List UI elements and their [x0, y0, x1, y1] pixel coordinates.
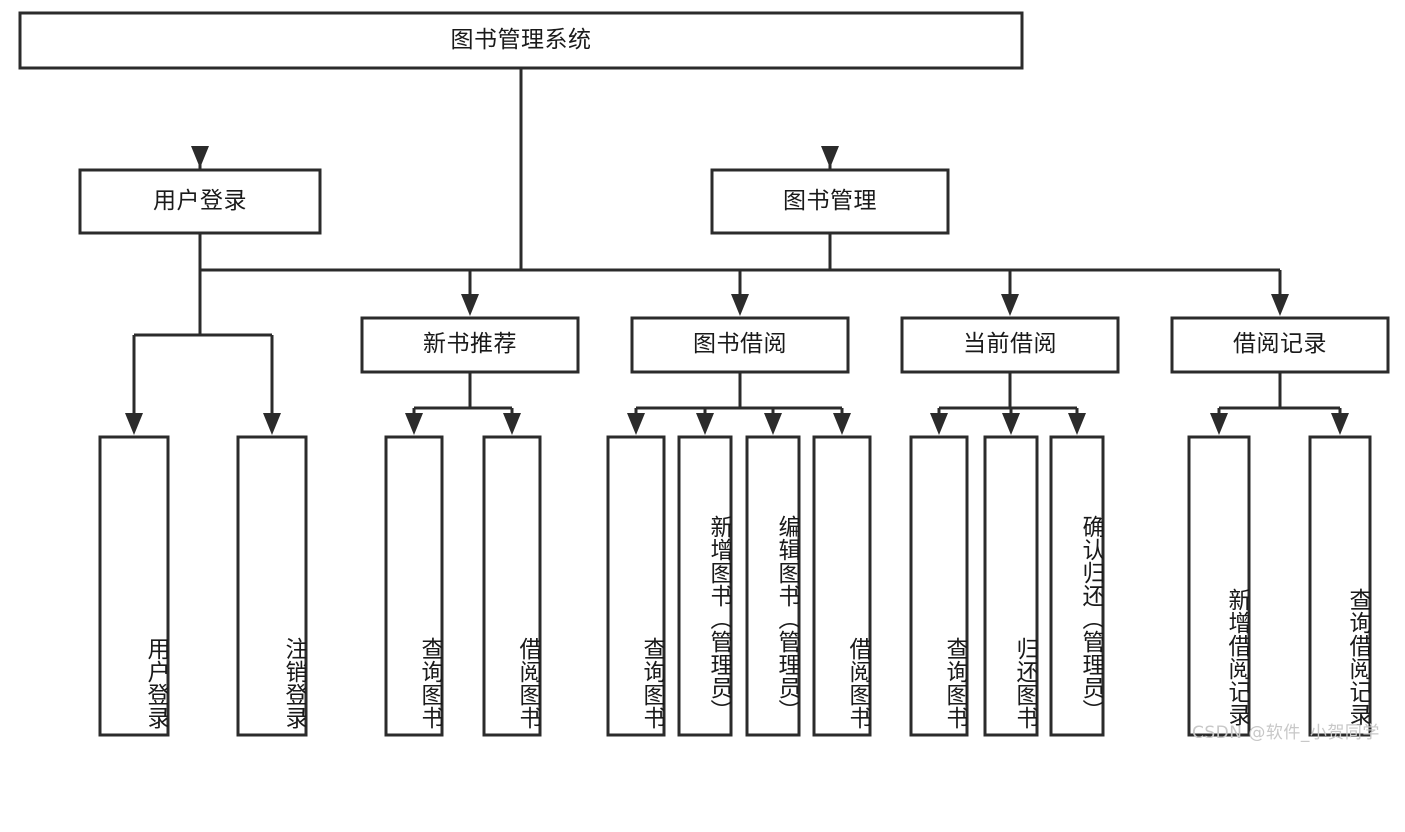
- level3-box-新书推荐-0[interactable]: [360, 316, 580, 374]
- arrow-new: [461, 294, 479, 316]
- arrow-lf-5: [627, 413, 645, 435]
- arrow-lf-11: [1068, 413, 1086, 435]
- leaf-box-查询图书-4[interactable]: [606, 435, 666, 737]
- arrow-lf-3: [405, 413, 423, 435]
- arrow-lf-13: [1331, 413, 1349, 435]
- arrow-record: [1271, 294, 1289, 316]
- leaf-box-借阅图书-3[interactable]: [482, 435, 542, 737]
- arrow-current: [1001, 294, 1019, 316]
- leaf-box-借阅图书-7[interactable]: [812, 435, 872, 737]
- hierarchy-diagram: 图书管理系统用户登录图书管理新书推荐图书借阅当前借阅借阅记录用户登录注销登录查询…: [18, 11, 1390, 743]
- arrow-borrow: [731, 294, 749, 316]
- leaf-box-编辑图书管理员-6[interactable]: [745, 435, 801, 737]
- leaf-box-归还图书-9[interactable]: [983, 435, 1039, 737]
- arrow-lf-10: [1002, 413, 1020, 435]
- arrowheads-layer: [125, 146, 1349, 435]
- level3-box-借阅记录-3[interactable]: [1170, 316, 1390, 374]
- leaf-box-注销登录-1[interactable]: [236, 435, 308, 737]
- diagram-canvas: [18, 11, 1390, 737]
- arrow-bookmgmt: [821, 146, 839, 168]
- level2-box-用户登录-0[interactable]: [78, 168, 322, 235]
- arrow-lf-7: [764, 413, 782, 435]
- arrow-lf-4: [503, 413, 521, 435]
- leaf-box-查询图书-2[interactable]: [384, 435, 444, 737]
- arrow-lf-12: [1210, 413, 1228, 435]
- leaf-box-确认归还管理员-10[interactable]: [1049, 435, 1105, 737]
- leaf-box-用户登录-0[interactable]: [98, 435, 170, 737]
- arrow-lf-8: [833, 413, 851, 435]
- leaf-box-新增图书管理员-5[interactable]: [677, 435, 733, 737]
- arrow-lf-2: [263, 413, 281, 435]
- level2-box-图书管理-1[interactable]: [710, 168, 950, 235]
- arrow-login: [191, 146, 209, 168]
- arrow-lf-1: [125, 413, 143, 435]
- leaf-box-查询借阅记录-12[interactable]: [1308, 435, 1372, 737]
- leaf-box-查询图书-8[interactable]: [909, 435, 969, 737]
- arrow-lf-6: [696, 413, 714, 435]
- level3-box-图书借阅-1[interactable]: [630, 316, 850, 374]
- arrow-lf-9: [930, 413, 948, 435]
- boxes-layer: [18, 11, 1390, 737]
- leaf-box-新增借阅记录-11[interactable]: [1187, 435, 1251, 737]
- root-box-图书管理系统-0[interactable]: [18, 11, 1024, 70]
- level3-box-当前借阅-2[interactable]: [900, 316, 1120, 374]
